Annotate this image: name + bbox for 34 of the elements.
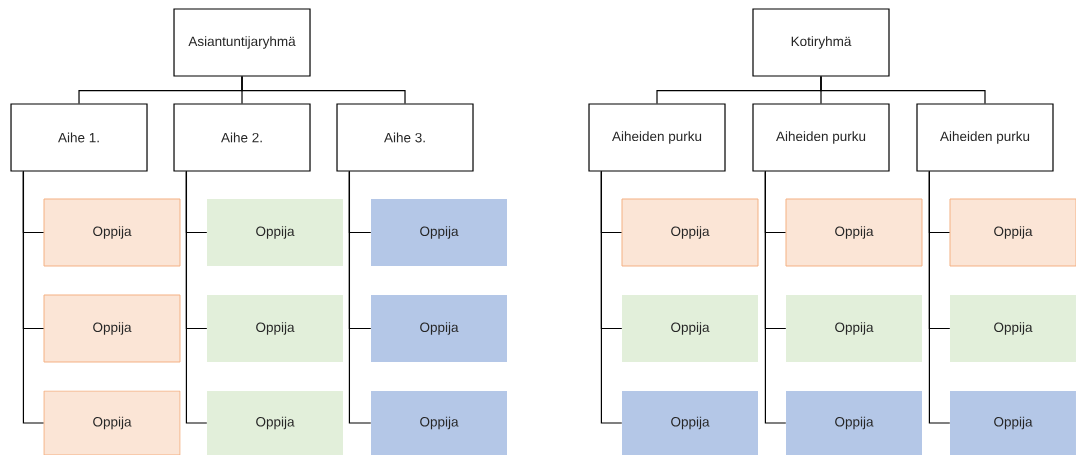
learner-box: Oppija (786, 391, 922, 455)
connector-line (764, 171, 787, 424)
learner-box: Oppija (785, 198, 923, 267)
learner-box: Oppija (949, 198, 1076, 267)
learner-box: Oppija (371, 295, 507, 362)
learner-box: Oppija (622, 295, 758, 362)
learner-box: Oppija (43, 390, 181, 455)
learner-box: Oppija (622, 391, 758, 455)
learner-box: Oppija (207, 199, 343, 266)
connector-line (600, 171, 623, 424)
topic-box: Aihe 3. (336, 103, 474, 172)
topic-box: Aihe 2. (173, 103, 311, 172)
learner-box: Oppija (207, 295, 343, 362)
learner-box: Oppija (950, 391, 1076, 455)
group-box: Asiantuntijaryhmä (173, 8, 311, 77)
learner-box: Oppija (371, 391, 507, 455)
connector-line (820, 76, 986, 104)
topic-box: Aiheiden purku (588, 103, 726, 172)
learner-box: Oppija (43, 198, 181, 267)
learner-box: Oppija (621, 198, 759, 267)
connector-line (185, 171, 208, 424)
learner-box: Oppija (786, 295, 922, 362)
topic-box: Aiheiden purku (752, 103, 890, 172)
learner-box: Oppija (371, 199, 507, 266)
connector-line (928, 171, 951, 424)
learner-box: Oppija (207, 391, 343, 455)
learner-box: Oppija (950, 295, 1076, 362)
connector-line (348, 171, 372, 424)
connector-line (22, 171, 45, 424)
connector-line (241, 76, 406, 104)
topic-box: Aiheiden purku (916, 103, 1054, 172)
topic-box: Aihe 1. (10, 103, 148, 172)
group-box: Kotiryhmä (752, 8, 890, 77)
learner-box: Oppija (43, 294, 181, 363)
